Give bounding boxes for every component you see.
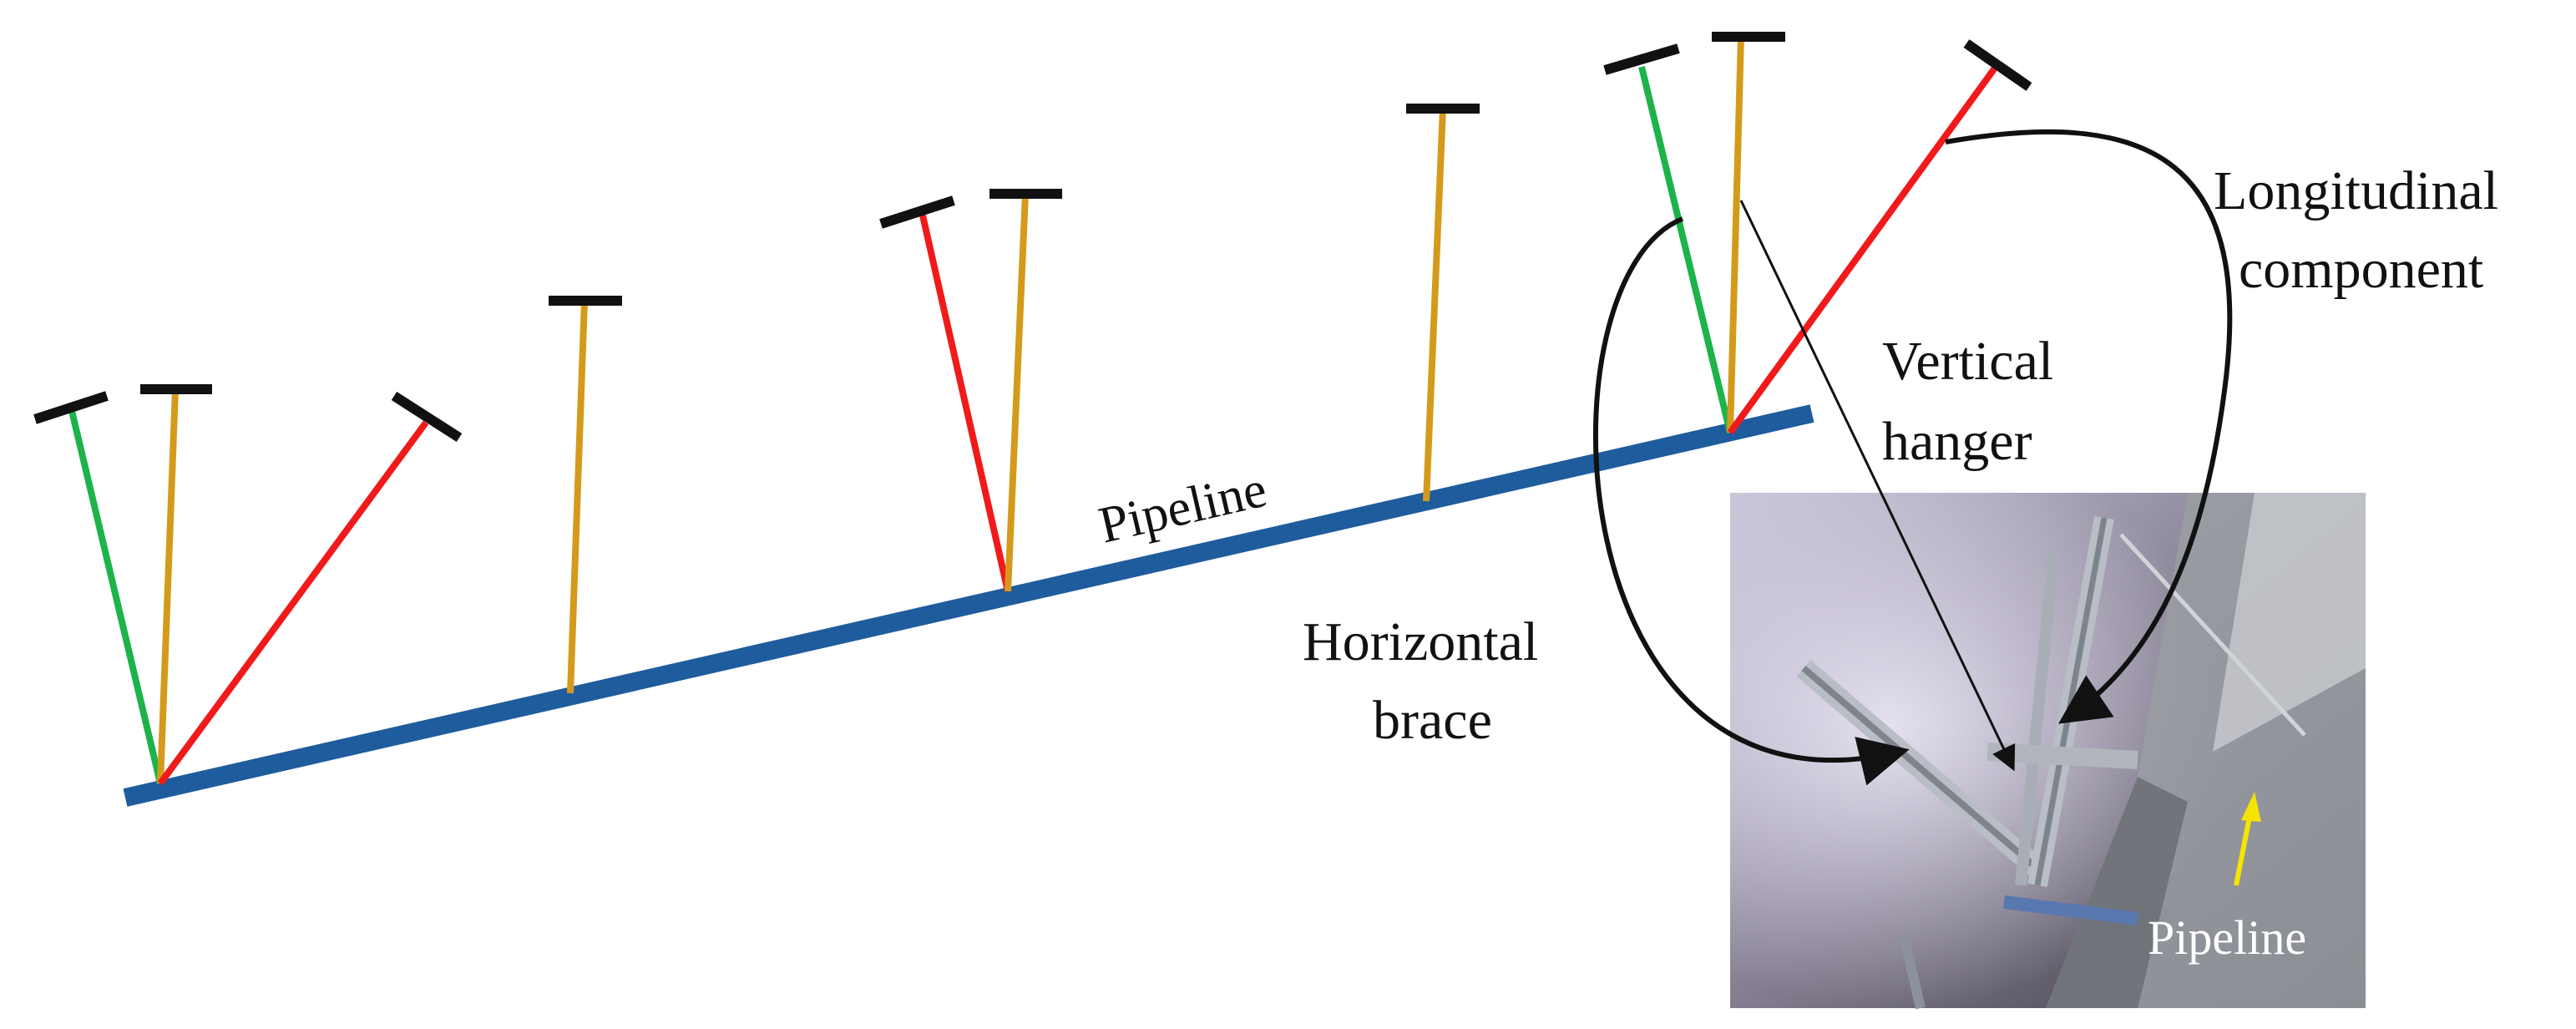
vertical-hanger-callout-arrow-icon (1739, 200, 2016, 772)
photo-vertical-rod (2015, 550, 2060, 886)
horizontal-brace (1638, 66, 1733, 433)
photo-inset: Pipeline (1730, 493, 2366, 1010)
longitudinal-component (1727, 64, 1999, 435)
vertical-hanger (567, 300, 588, 694)
horizontal-brace (68, 410, 164, 784)
anchor-cap (33, 391, 109, 424)
anchor-cap (1603, 43, 1680, 75)
vertical-hanger-label-line2: hanger (1882, 411, 2032, 472)
photo-pipeline-label: Pipeline (2148, 910, 2306, 965)
yellow-arrow-icon (2234, 808, 2254, 886)
anchor-cap (879, 195, 955, 229)
brace-group-1 (33, 384, 463, 786)
longitudinal-component-callout-arrow-icon (1945, 129, 2233, 724)
vertical-hanger-label-line1: Vertical (1882, 331, 2053, 392)
brace-group-3 (879, 189, 1062, 592)
anchor-cap (391, 391, 463, 443)
longitudinal-component-label-line1: Longitudinal (2214, 160, 2498, 221)
vertical-hanger (1005, 193, 1029, 592)
brace-group-5 (1603, 32, 2032, 435)
vertical-hanger (1423, 108, 1446, 502)
longitudinal-component (919, 215, 1011, 592)
horizontal-brace-label-line2: brace (1373, 690, 1492, 751)
vertical-hanger (1727, 36, 1744, 433)
hanger-group-4 (1406, 104, 1480, 502)
anchor-cap (1963, 39, 2032, 91)
horizontal-brace-callout-arrow-icon (1593, 216, 1910, 786)
horizontal-brace-label-line1: Horizontal (1303, 611, 1538, 672)
longitudinal-component-label-line2: component (2239, 239, 2483, 300)
longitudinal-component (157, 420, 429, 786)
vertical-hanger (157, 388, 179, 784)
hanger-group-2 (549, 296, 622, 694)
pipeline (123, 404, 1814, 807)
